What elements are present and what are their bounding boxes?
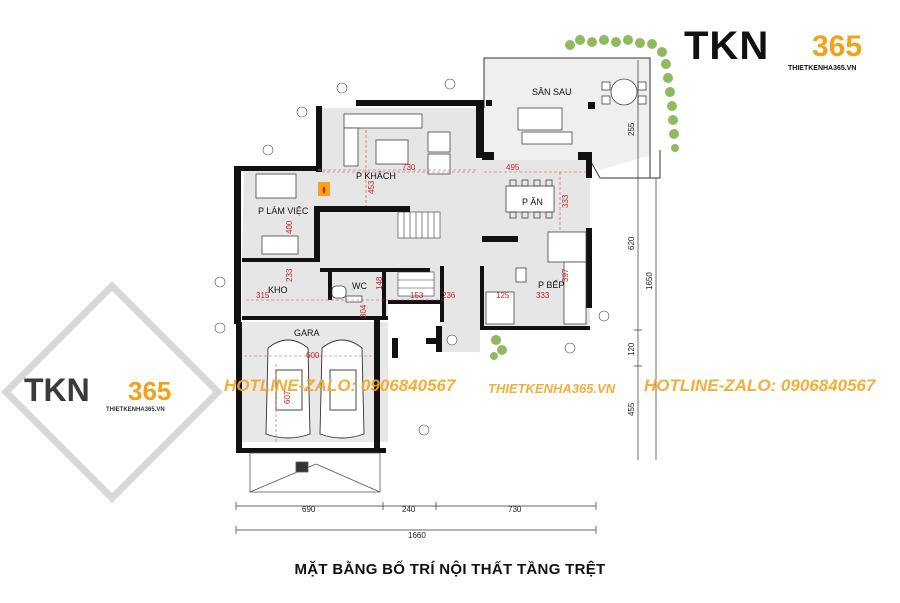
grid-axis-markers (214, 78, 610, 436)
dimension-lines-red (244, 130, 586, 444)
watermark-logo: TKN 365 THIETKENHA365.VN (24, 372, 204, 420)
dimension-chain-bottom (235, 502, 597, 534)
plan-caption: MẶT BẰNG BỐ TRÍ NỘI THẤT TẦNG TRỆT (294, 561, 606, 578)
dim-148: 148 (375, 276, 384, 290)
walls (234, 100, 592, 453)
dim-240: 240 (402, 505, 416, 514)
logo-text-365: 365 (812, 30, 863, 63)
room-label-storage: KHO (268, 285, 288, 295)
dim-620: 620 (627, 236, 636, 250)
fire-icon (318, 182, 330, 196)
dim-607: 607 (283, 390, 292, 404)
dim-304: 304 (359, 304, 368, 318)
dining-table (505, 179, 555, 219)
car-right (319, 339, 365, 439)
dim-690: 690 (302, 505, 316, 514)
dim-397: 397 (561, 268, 570, 282)
dimension-labels-black: 690 240 730 1660 255 620 1650 120 455 (302, 122, 654, 540)
dim-333-kitchen: 333 (536, 291, 550, 300)
dimension-labels-red: 730 495 453 333 400 233 315 148 304 153 … (256, 163, 570, 404)
dim-315: 315 (256, 291, 270, 300)
dim-255: 255 (627, 122, 636, 136)
kitchen-counter (485, 231, 587, 325)
living-room-furniture (318, 113, 476, 175)
dim-730: 730 (402, 163, 416, 172)
dim-153: 153 (410, 291, 424, 300)
dim-233: 233 (285, 268, 294, 282)
watermark-logo-tkn: TKN (24, 372, 90, 408)
counter-bar (482, 236, 518, 242)
watermark-hotline-right: HOTLINE-ZALO: 0906840567 (644, 376, 876, 395)
dim-236: 236 (442, 291, 456, 300)
logo-site-text: THIETKENHA365.VN (788, 65, 857, 72)
dim-600: 600 (306, 351, 320, 360)
room-label-wc: WC (352, 281, 367, 291)
room-label-garage: GARA (294, 328, 320, 338)
backyard-furniture (517, 78, 647, 145)
room-label-living: P KHÁCH (356, 171, 396, 181)
dim-1650: 1650 (645, 272, 654, 290)
car-left (265, 339, 311, 439)
dim-125: 125 (496, 291, 510, 300)
columns (486, 100, 595, 109)
dimension-chain-right (634, 60, 657, 460)
driveway (249, 452, 381, 493)
brand-logo: TKN 365 THIETKENHA365.VN (684, 22, 884, 80)
dim-400: 400 (285, 220, 294, 234)
staircase (397, 211, 441, 297)
dim-1660: 1660 (408, 531, 426, 540)
dim-455: 455 (627, 402, 636, 416)
hedge-plants (490, 35, 679, 360)
dim-730-bottom: 730 (508, 505, 522, 514)
dim-495: 495 (506, 163, 520, 172)
watermark-logo-site: THIETKENHA365.VN (106, 407, 165, 413)
room-label-backyard: SÂN SAU (532, 87, 572, 97)
watermark-site: THIETKENHA365.VN (488, 381, 616, 396)
room-label-kitchen: P BẾP (538, 280, 564, 290)
room-label-study: P LÀM VIỆC (258, 206, 309, 216)
study-furniture (255, 173, 299, 255)
watermark-hotline-left: HOTLINE-ZALO: 0906840567 (224, 376, 456, 395)
room-labels: SÂN SAU P KHÁCH P ĂN P LÀM VIỆC KHO WC P… (258, 87, 572, 338)
dim-453: 453 (367, 180, 376, 194)
dim-120: 120 (627, 342, 636, 356)
watermark-diamond (1, 281, 223, 503)
logo-text-tkn: TKN (684, 24, 770, 68)
watermark-logo-365: 365 (128, 376, 172, 406)
wc-fixtures (331, 285, 363, 303)
dim-333-dining: 333 (561, 194, 570, 208)
room-label-dining: P ĂN (522, 197, 543, 207)
